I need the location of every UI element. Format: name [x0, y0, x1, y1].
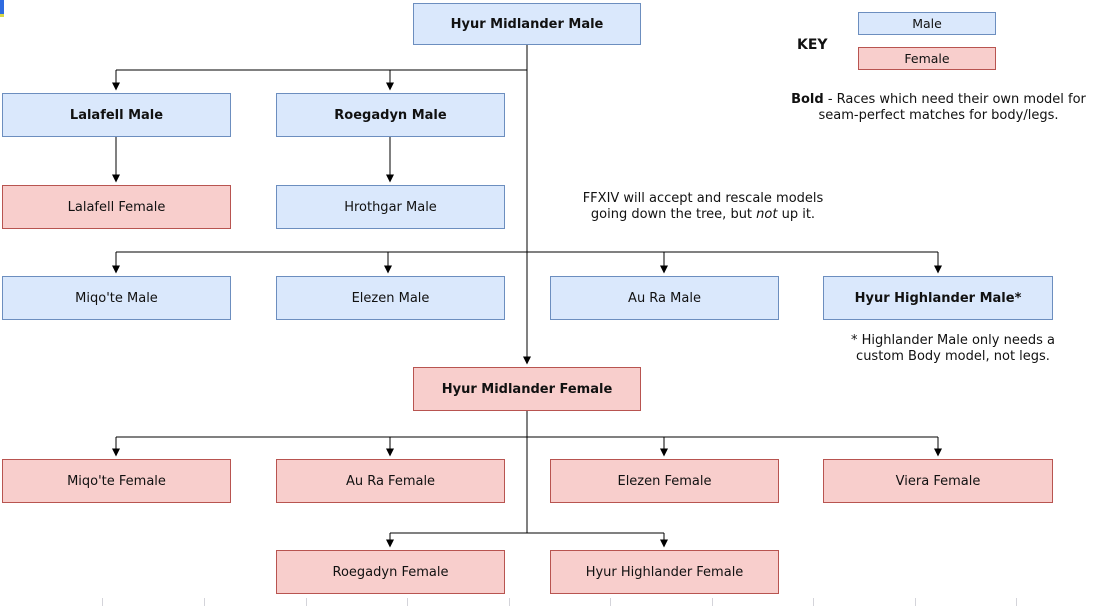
bold-note-line2: seam-perfect matches for body/legs.	[818, 108, 1059, 123]
node-lalafell-female: Lalafell Female	[2, 185, 231, 229]
tick-mark	[610, 598, 611, 606]
key-male-label: Male	[912, 16, 942, 31]
key-female-swatch: Female	[858, 47, 996, 70]
node-miqote-male: Miqo'te Male	[2, 276, 231, 320]
node-hyur-midlander-female: Hyur Midlander Female	[413, 367, 641, 411]
tick-mark	[813, 598, 814, 606]
bold-note-line1-rest: - Races which need their own model for	[823, 92, 1086, 107]
node-elezen-male: Elezen Male	[276, 276, 505, 320]
node-roegadyn-male: Roegadyn Male	[276, 93, 505, 137]
node-hyur-midlander-male: Hyur Midlander Male	[413, 3, 641, 45]
node-hrothgar-male: Hrothgar Male	[276, 185, 505, 229]
highlander-note: * Highlander Male only needs a custom Bo…	[795, 333, 1107, 365]
node-viera-female: Viera Female	[823, 459, 1053, 503]
tick-mark	[204, 598, 205, 606]
bold-note: Bold - Races which need their own model …	[772, 92, 1105, 124]
node-hyur-highlander-male: Hyur Highlander Male*	[823, 276, 1053, 320]
bold-note-bold-word: Bold	[791, 92, 824, 107]
tick-mark	[407, 598, 408, 606]
rescale-note-line2-italic: not	[756, 207, 778, 222]
screen-artifact-yellow	[0, 14, 4, 17]
tick-mark	[306, 598, 307, 606]
rescale-note: FFXIV will accept and rescale models goi…	[545, 191, 861, 223]
key-label: KEY	[797, 37, 828, 53]
tick-mark	[712, 598, 713, 606]
highlander-note-line2: custom Body model, not legs.	[856, 349, 1050, 364]
node-miqote-female: Miqo'te Female	[2, 459, 231, 503]
node-au-ra-female: Au Ra Female	[276, 459, 505, 503]
screen-artifact-blue	[0, 0, 4, 14]
node-au-ra-male: Au Ra Male	[550, 276, 779, 320]
rescale-note-line2-post: up it.	[777, 207, 816, 222]
node-elezen-female: Elezen Female	[550, 459, 779, 503]
highlander-note-line1: * Highlander Male only needs a	[851, 333, 1055, 348]
node-hyur-highlander-female: Hyur Highlander Female	[550, 550, 779, 594]
key-male-swatch: Male	[858, 12, 996, 35]
tick-mark	[915, 598, 916, 606]
rescale-note-line1: FFXIV will accept and rescale models	[582, 191, 824, 206]
node-lalafell-male: Lalafell Male	[2, 93, 231, 137]
key-female-label: Female	[904, 51, 950, 66]
node-roegadyn-female: Roegadyn Female	[276, 550, 505, 594]
tick-mark	[1016, 598, 1017, 606]
tick-mark	[509, 598, 510, 606]
rescale-note-line2-pre: going down the tree, but	[590, 207, 757, 222]
tick-mark	[102, 598, 103, 606]
